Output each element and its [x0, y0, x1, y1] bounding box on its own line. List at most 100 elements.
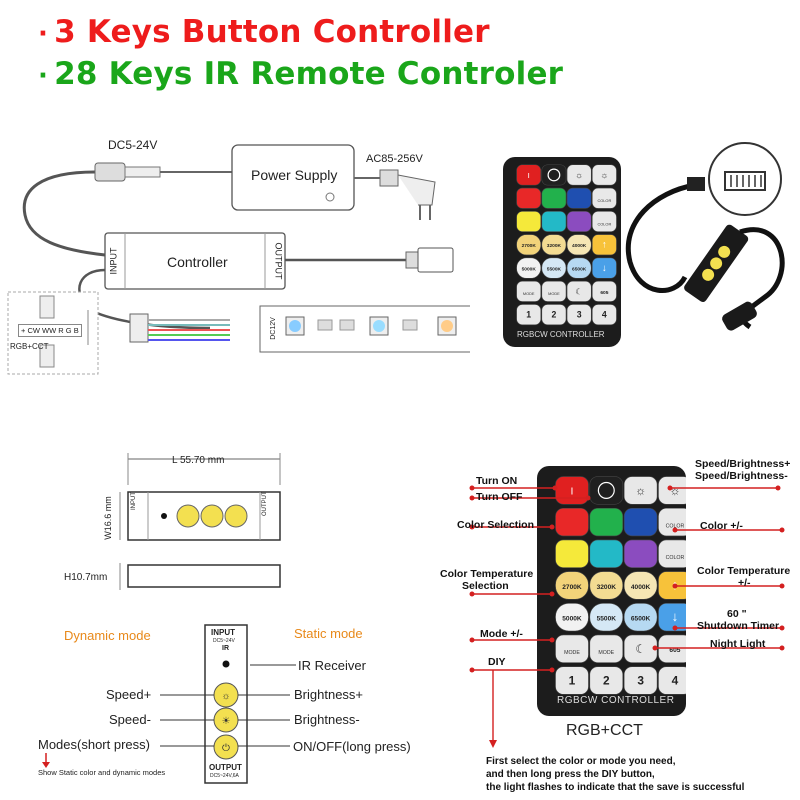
dynamic-mode-label: Dynamic mode [64, 628, 151, 643]
mode-button-label: MODE [564, 650, 580, 656]
spec-input: INPUT [131, 492, 137, 510]
remote-button [541, 234, 567, 256]
remote-button-label: 3 [577, 310, 582, 320]
callout-dot [652, 645, 658, 651]
mode-button-label: MODE [523, 291, 535, 296]
pin-connector [129, 313, 149, 343]
remote-button [623, 539, 658, 568]
controller-output-label: OUTPUT [273, 242, 284, 280]
callout-dot [775, 485, 781, 491]
remote-button [516, 257, 542, 279]
mode-button-label: MODE [548, 291, 560, 296]
remote-button [516, 211, 542, 232]
callout-dot [469, 485, 475, 491]
dc-plug [124, 166, 161, 178]
remote-button-label: 5500K [547, 266, 562, 272]
cd-output: OUTPUT [209, 763, 242, 772]
callout-dot [667, 485, 673, 491]
power-on-icon: I [528, 171, 530, 180]
color-button-label: COLOR [666, 523, 685, 529]
remote-button [589, 666, 624, 695]
remote-button [555, 666, 589, 695]
remote-button-label: 4 [672, 673, 679, 687]
bullet: · [38, 19, 49, 49]
svg-text:☼: ☼ [221, 691, 230, 702]
arrow-down-icon: ↓ [602, 263, 607, 274]
led-chip [373, 320, 385, 332]
remote-button [591, 164, 617, 186]
remote-button [566, 187, 592, 209]
remote-button-label: 6500K [631, 615, 651, 622]
night-light-label: Night Light [710, 638, 766, 650]
led-chip [289, 320, 301, 332]
brightness-minus-label: Brightness- [294, 712, 360, 727]
remote-button [566, 280, 592, 302]
remote-button [566, 304, 592, 326]
callout-dot [672, 527, 678, 533]
remote-button [658, 507, 686, 537]
remote-button [591, 304, 617, 326]
remote-button [555, 539, 589, 568]
remote-button [591, 211, 617, 232]
remote-button-label: 605 [600, 290, 608, 296]
svg-text:☀: ☀ [222, 716, 231, 727]
power-off-icon [597, 481, 615, 499]
remote-button [589, 634, 624, 663]
controller-side-view [127, 564, 281, 588]
remote-button [658, 476, 686, 505]
mini-controller-photo [625, 142, 785, 331]
diy-label: DIY [488, 656, 506, 668]
callout-dot [779, 645, 785, 651]
remote-button-label: 3200K [597, 584, 617, 591]
remote-button-label: 2 [551, 310, 556, 320]
static-dynamic-note: Show Static color and dynamic modes [38, 768, 166, 777]
brightness-icon: ☼ [669, 483, 680, 497]
bullet: · [38, 61, 49, 91]
remote-button [516, 164, 542, 186]
mini-cable [625, 182, 696, 293]
power-supply-label: Power Supply [251, 167, 338, 183]
onoff-label: ON/OFF(long press) [293, 739, 411, 754]
remote-button [589, 507, 624, 537]
callout-dot [552, 485, 558, 491]
remote-button-label: 6500K [572, 266, 587, 272]
remote-button [658, 539, 686, 568]
remote-button [541, 187, 567, 209]
headline-3-keys-text: 3 Keys Button Controller [54, 14, 490, 50]
remote-button-label: 5000K [522, 266, 537, 272]
brightness-icon: ☼ [600, 170, 608, 180]
cd-ir: IR [222, 645, 229, 652]
rgbcct-connector [417, 247, 454, 273]
remote-button [516, 187, 542, 209]
remote-button [566, 211, 592, 232]
color-selection-label: Color Selection [457, 519, 535, 531]
remote-button-label: 4 [602, 310, 607, 320]
callout-dot [549, 667, 555, 673]
callout-dot [585, 495, 591, 501]
callout-dot [549, 637, 555, 643]
remote-button [566, 164, 592, 186]
speed-minus-label: Speed- [109, 712, 151, 727]
ct-selection-label-1: Color Temperature [440, 568, 534, 580]
callout-dot [672, 625, 678, 631]
callout-dot [469, 667, 475, 673]
remote-button-label: 3 [637, 673, 644, 687]
headline-28-keys: ·28 Keys IR Remote Controler [38, 56, 563, 92]
remote-model-label: RGB+CCT [566, 722, 643, 739]
callout-dot [469, 524, 475, 530]
moon-icon: ☾ [575, 286, 583, 296]
remote-button-label: 4000K [631, 584, 651, 591]
remote-button [516, 304, 542, 326]
remote-button [591, 187, 617, 209]
remote-button [555, 634, 589, 663]
remote-button [541, 211, 567, 232]
remote-button [591, 234, 617, 256]
cd-output-sub: DC5~24V,6A [210, 773, 239, 779]
power-off-icon [547, 168, 561, 182]
timer-label-1: 60 " [727, 608, 747, 620]
moon-icon: ☾ [635, 642, 646, 656]
cd-input: INPUT [211, 628, 235, 637]
remote-button [541, 280, 567, 302]
color-pm-label: Color +/- [700, 520, 743, 532]
remote-button [555, 507, 589, 537]
